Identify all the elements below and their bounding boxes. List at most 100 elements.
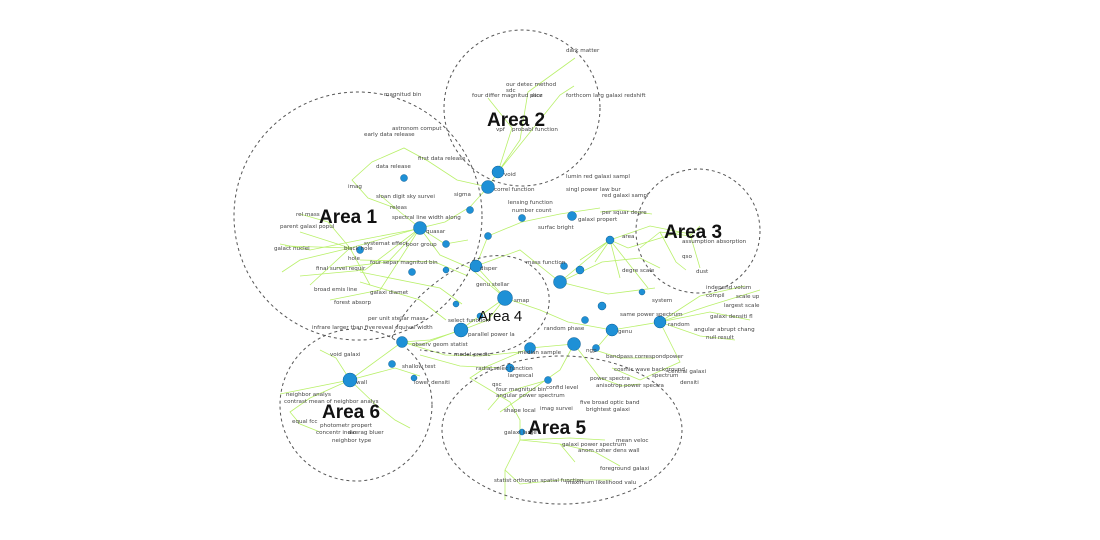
term-label: shallow test <box>402 364 436 370</box>
term-label: releas <box>390 205 407 211</box>
term-label: model predic <box>454 352 491 358</box>
term-label: qso <box>682 254 692 260</box>
network-edge <box>559 225 701 289</box>
term-label: photometr propert <box>320 423 373 429</box>
term-label: final survei requir <box>316 266 366 272</box>
term-label: densiti <box>680 380 699 386</box>
term-label: anisotrop power spectra <box>596 383 664 389</box>
term-label: lensing function <box>508 200 553 206</box>
term-label: galaxi diamet <box>370 290 409 296</box>
network-node <box>481 180 495 194</box>
term-label: parallel power la <box>468 332 515 338</box>
area-3-circle <box>635 168 761 294</box>
term-label: concentr indic <box>316 430 356 436</box>
term-label: assumption absorption <box>682 239 747 245</box>
network-node <box>442 240 450 248</box>
term-label: select function <box>448 318 490 324</box>
network-node <box>505 363 515 373</box>
network-node <box>476 312 484 320</box>
network-node <box>408 268 416 276</box>
network-node <box>342 372 358 388</box>
term-label: wall <box>356 380 368 386</box>
network-node <box>653 315 667 329</box>
term-label: lower densiti <box>414 380 450 386</box>
term-label: central galaxi <box>668 369 707 375</box>
area-5-circle <box>441 355 683 505</box>
term-label: astronom comput <box>392 126 442 132</box>
term-label: angular power spectrum <box>496 393 565 399</box>
area-1-circle <box>233 91 483 341</box>
term-label: probabl function <box>512 127 558 133</box>
term-label: cosmic wave background <box>614 367 685 373</box>
term-label: system <box>652 298 672 304</box>
term-label: contrast mean of neighbor analys <box>284 399 379 405</box>
term-label: per unit stellar mass <box>368 316 426 322</box>
area-4-boundary <box>391 255 550 356</box>
network-node <box>442 266 450 274</box>
term-label: neighbor analys <box>286 392 331 398</box>
term-label: galaxi propert <box>578 217 618 223</box>
network-node <box>524 342 536 354</box>
area-4-label: Area 4 <box>478 308 522 325</box>
term-label: same power spectrum <box>620 312 683 318</box>
term-label: brightest galaxi <box>586 407 630 413</box>
area-2-label: Area 2 <box>487 110 545 131</box>
term-label: galaxi large <box>504 430 537 436</box>
term-label: largescal <box>508 373 534 379</box>
network-node <box>452 300 460 308</box>
term-label: red galaxi sampl <box>602 193 649 199</box>
term-label: galaxi densiti fl <box>710 314 753 320</box>
area-6-label: Area 6 <box>322 402 380 423</box>
area-3-label: Area 3 <box>664 222 722 243</box>
term-label: dust <box>696 269 709 275</box>
network-edge <box>599 209 701 271</box>
term-label: disper <box>480 266 498 272</box>
term-label: largest scale <box>724 303 760 309</box>
term-label: per squar degre <box>602 210 647 216</box>
network-node <box>560 262 568 270</box>
term-label: imag survei <box>540 406 573 412</box>
term-label: smap <box>514 298 530 304</box>
term-label: reveal equival width <box>376 325 433 331</box>
network-node <box>466 206 474 214</box>
term-label: broad emis line <box>314 287 358 293</box>
network-node <box>567 337 581 351</box>
term-label: compil <box>706 293 725 299</box>
term-label: foreground galaxi <box>600 466 650 472</box>
term-label: spectrum <box>652 373 678 379</box>
area-5-label: Area 5 <box>528 418 587 439</box>
term-label: confid level <box>546 385 579 391</box>
network-edge <box>469 343 641 467</box>
term-label: mass function <box>526 260 566 266</box>
network-node <box>491 165 505 179</box>
term-label: neighbor type <box>332 438 372 444</box>
network-node <box>518 428 526 436</box>
network-node <box>400 174 408 182</box>
term-label: forest absorp <box>334 300 372 306</box>
term-label: qsc <box>492 382 502 388</box>
network-node <box>544 376 552 384</box>
term-label: systemat effect <box>364 241 408 247</box>
term-label: galaxi power spectrum <box>562 442 626 448</box>
term-label: independ volum <box>706 285 751 291</box>
term-label: null result <box>706 335 735 341</box>
term-label: quasar <box>426 229 446 235</box>
term-label: void galaxi <box>330 352 361 358</box>
network-nodes <box>342 165 667 436</box>
network-node <box>497 290 513 306</box>
network-node <box>597 301 607 311</box>
network-edge <box>279 57 576 251</box>
term-label: infrare larger than five <box>312 325 376 331</box>
term-label: black hole <box>344 246 373 252</box>
term-label: anom coher dens wall <box>578 448 640 454</box>
network-node <box>638 288 646 296</box>
term-label: genu stellar <box>476 282 510 288</box>
term-label: surfac bright <box>538 225 575 231</box>
network-node <box>567 211 577 221</box>
term-label: spectral line width along <box>392 215 461 221</box>
network-edge <box>281 213 469 321</box>
term-label: mean veloc <box>616 438 648 444</box>
term-label: forthcom larg galaxi redshift <box>566 93 646 99</box>
network-node <box>518 214 526 222</box>
